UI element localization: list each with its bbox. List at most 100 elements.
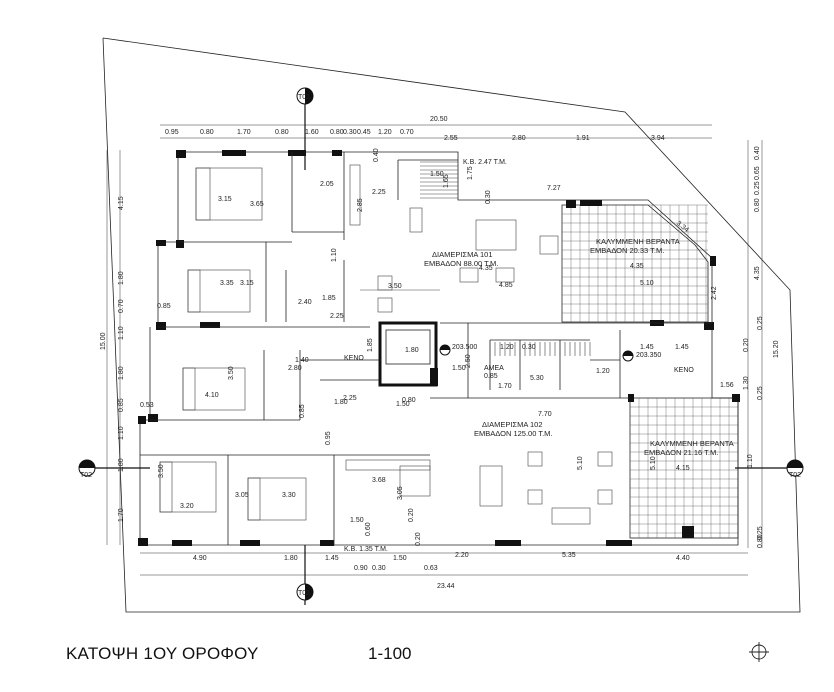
dim-bottom-4: 1.50	[393, 555, 407, 562]
right-dimensions: 15.20 4.35 0.40 0.65 0.25 0.80 0.25 0.20…	[743, 140, 780, 548]
building-walls	[138, 150, 740, 546]
dim-right-12: 0.80	[757, 534, 764, 548]
section-label-left: T02	[80, 472, 92, 479]
dim-bottom-2: 1.80	[284, 555, 298, 562]
dim-left-2: 1.80	[118, 271, 125, 285]
svg-text:1.40: 1.40	[295, 357, 309, 364]
apartment-101-name: ΔΙΑΜΕΡΙΣΜΑ 101	[432, 250, 493, 259]
dim-right-6: 0.25	[757, 316, 764, 330]
svg-text:1.85: 1.85	[367, 338, 374, 352]
dim-bottom-7: 4.40	[676, 555, 690, 562]
drawing-title: ΚΑΤΟΨΗ 1ΟΥ ΟΡΟΦΟΥ	[66, 644, 259, 663]
apartment-101-area: ΕΜΒΑΔΟΝ 88.00 Τ.Μ.	[424, 259, 498, 268]
top-dimensions: 20.50 0.95 0.80 1.70 0.80 1.60 0.80 0.30…	[160, 116, 712, 142]
svg-text:2.05: 2.05	[320, 181, 334, 188]
svg-text:1.20: 1.20	[500, 344, 514, 351]
svg-text:3.15: 3.15	[240, 280, 254, 287]
section-marker-right: T02	[735, 459, 804, 479]
svg-text:0.85: 0.85	[299, 404, 306, 418]
inner-dimensions: 3.15 3.65 2.05 2.25 2.85 1.50 1.65 1.75 …	[158, 148, 734, 546]
dim-bottom-6: 5.35	[562, 552, 576, 559]
site-boundary	[102, 37, 801, 613]
bottom-dimensions: 4.90 1.80 1.45 1.50 2.20 5.35 4.40 0.90 …	[140, 552, 748, 590]
dim-top-10: 0.70	[400, 129, 414, 136]
dim-left-8: 1.80	[118, 458, 125, 472]
svg-text:1.10: 1.10	[331, 248, 338, 262]
dim-left-5: 1.80	[118, 366, 125, 380]
svg-text:3.65: 3.65	[250, 201, 264, 208]
dim-left-10: 0.85	[157, 303, 171, 310]
dim-top-14: 3.94	[651, 135, 665, 142]
veranda-1-name: ΚΑΛΥΜΜΕΝΗ ΒΕΡΑΝΤΑ	[596, 237, 680, 246]
svg-text:3.50: 3.50	[228, 366, 235, 380]
svg-text:5.10: 5.10	[577, 456, 584, 470]
dim-right-overall: 15.20	[773, 340, 780, 358]
dim-left-1: 4.15	[118, 196, 125, 210]
svg-text:5.10: 5.10	[650, 456, 657, 470]
void-label-2: ΚΕΝΟ	[674, 367, 694, 374]
svg-text:1.65: 1.65	[443, 174, 450, 188]
void-label-1: ΚΕΝΟ	[344, 355, 364, 362]
svg-text:4.10: 4.10	[205, 392, 219, 399]
dim-bottom-1: 4.90	[193, 555, 207, 562]
dim-bottom-9: 0.30	[372, 565, 386, 572]
svg-text:1.50: 1.50	[430, 171, 444, 178]
drawing-scale: 1-100	[368, 644, 412, 663]
svg-text:0.85: 0.85	[484, 373, 498, 380]
svg-text:3.30: 3.30	[282, 492, 296, 499]
svg-text:1.70: 1.70	[498, 383, 512, 390]
section-marker-top: T01	[296, 87, 314, 170]
dim-top-5: 1.60	[305, 129, 319, 136]
dim-right-5: 0.80	[754, 198, 761, 212]
dim-left-7: 1.10	[118, 426, 125, 440]
dim-top-9: 1.20	[378, 129, 392, 136]
dim-right-11: 0.25	[757, 526, 764, 540]
dim-top-2: 0.80	[200, 129, 214, 136]
dim-left-6: 0.85	[118, 398, 125, 412]
storage-bottom-label: Κ.Β. 1.35 Τ.Μ.	[344, 546, 388, 553]
svg-text:2.25: 2.25	[343, 395, 357, 402]
svg-text:3.20: 3.20	[180, 503, 194, 510]
dim-right-8: 1.30	[743, 376, 750, 390]
dim-top-4: 0.80	[275, 129, 289, 136]
dim-right-1: 4.35	[754, 266, 761, 280]
veranda-1-area: ΕΜΒΑΔΟΝ 20.33 Τ.Μ.	[590, 246, 664, 255]
svg-text:3.68: 3.68	[372, 477, 386, 484]
dim-top-7: 0.30	[343, 129, 357, 136]
svg-text:4.35: 4.35	[630, 263, 644, 270]
svg-text:0.40: 0.40	[373, 148, 380, 162]
svg-text:1.75: 1.75	[467, 166, 474, 180]
svg-text:3.50: 3.50	[388, 283, 402, 290]
svg-text:0.20: 0.20	[408, 508, 415, 522]
svg-text:0.30: 0.30	[485, 190, 492, 204]
level-label-1: 203.500	[452, 344, 477, 351]
svg-text:5.10: 5.10	[640, 280, 654, 287]
dim-top-overall: 20.50	[430, 116, 448, 123]
dim-top-13: 1.91	[576, 135, 590, 142]
dim-left-11: 0.53	[140, 402, 154, 409]
storage-top-label: Κ.Β. 2.47 Τ.Μ.	[463, 159, 507, 166]
svg-text:1.85: 1.85	[322, 295, 336, 302]
dim-left-4: 1.10	[118, 326, 125, 340]
dim-bottom-3: 1.45	[325, 555, 339, 562]
dim-top-11: 2.55	[444, 135, 458, 142]
svg-text:1.50: 1.50	[396, 401, 410, 408]
dim-right-4: 0.25	[754, 181, 761, 195]
left-dimensions: 15.00 4.15 1.80 0.70 1.10 1.80 0.85 1.10…	[100, 150, 171, 545]
svg-text:4.15: 4.15	[676, 465, 690, 472]
svg-text:2.42: 2.42	[711, 286, 718, 300]
dim-top-1: 0.95	[165, 129, 179, 136]
svg-text:1.20: 1.20	[596, 368, 610, 375]
level-marker-2: 203.350	[622, 350, 661, 362]
svg-text:4.85: 4.85	[499, 282, 513, 289]
dim-top-12: 2.80	[512, 135, 526, 142]
svg-text:3.50: 3.50	[158, 464, 165, 478]
svg-text:3.15: 3.15	[218, 196, 232, 203]
dim-right-9: 0.25	[757, 386, 764, 400]
svg-text:7.70: 7.70	[538, 411, 552, 418]
dim-left-3: 0.70	[118, 299, 125, 313]
svg-text:1.80: 1.80	[334, 399, 348, 406]
veranda-grid-top	[561, 204, 709, 323]
dim-top-3: 1.70	[237, 129, 251, 136]
section-label-top: T01	[298, 94, 310, 101]
